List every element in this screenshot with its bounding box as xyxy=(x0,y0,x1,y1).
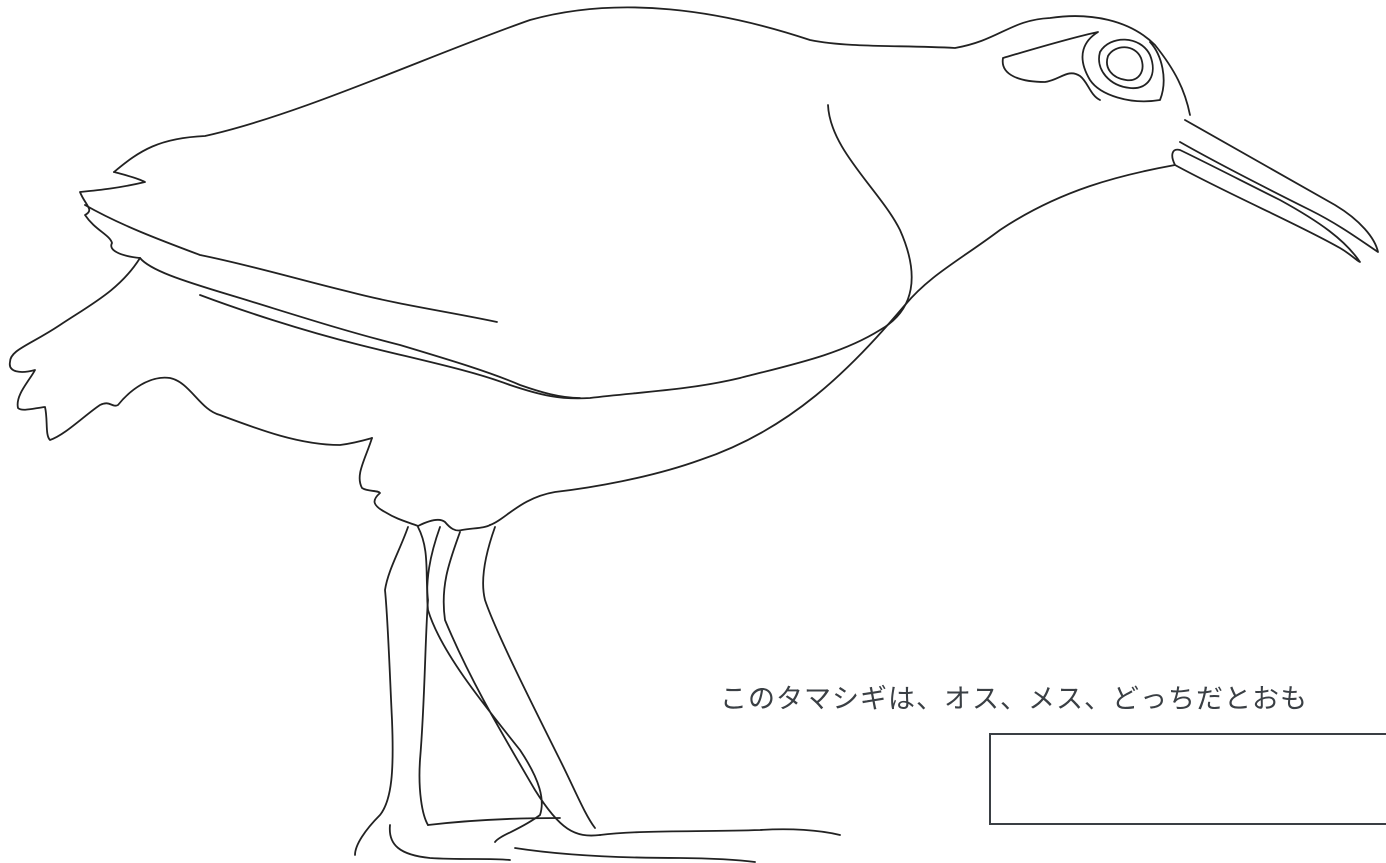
bird-eye xyxy=(1106,46,1144,82)
bird-bill-lower xyxy=(1171,148,1361,263)
bird-tail-upper xyxy=(79,171,146,259)
bird-wing-edge xyxy=(199,104,913,400)
bird-belly xyxy=(358,437,491,532)
bird-leg-front-foot xyxy=(388,817,561,861)
answer-input-box[interactable] xyxy=(989,733,1386,825)
bird-eye-patch xyxy=(1002,31,1165,103)
bird-leg-back-foot xyxy=(514,828,841,863)
bird-leg-mid xyxy=(482,526,596,829)
bird-leg-front xyxy=(354,526,429,856)
bird-tail-fringe xyxy=(8,257,373,446)
bird-leg-back xyxy=(426,526,601,843)
bird-bill-upper xyxy=(1179,119,1379,253)
bird-tail-inner xyxy=(84,204,498,323)
bird-tail-lower xyxy=(139,257,581,399)
bird-eye-ring xyxy=(1098,38,1154,89)
bird-back-outline xyxy=(113,6,1191,173)
bird-neck-front xyxy=(489,164,1176,526)
question-text: このタマシギは、オス、メス、どっちだとおも xyxy=(720,684,1308,715)
